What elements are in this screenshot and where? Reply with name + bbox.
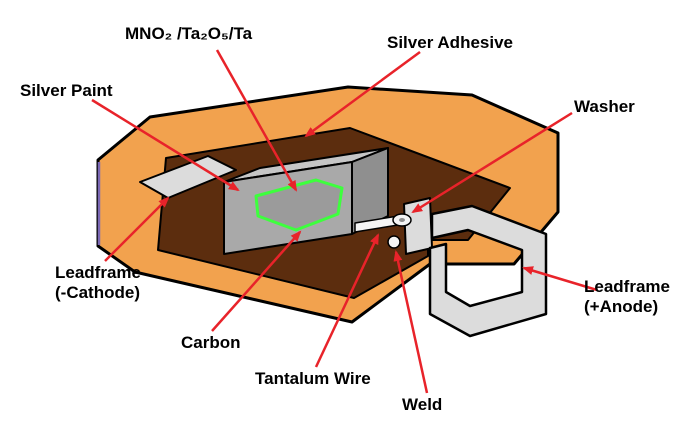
cross-section-region (254, 178, 344, 232)
arrow-carbon (211, 230, 302, 332)
anode-leadframe-tab (403, 197, 433, 255)
label-tantalum-wire: Tantalum Wire (255, 369, 371, 388)
arrow-tantalum-wire (314, 233, 380, 368)
arrow-silver-paint (91, 98, 240, 192)
label-weld: Weld (402, 395, 443, 414)
label-silver-paint: Silver Paint (20, 81, 113, 100)
label-washer: Washer (574, 97, 635, 116)
arrow-leadframe-cathode (104, 196, 170, 262)
cathode-leadframe (139, 155, 237, 199)
label-leadframe-anode: Leadframe (+Anode) (584, 277, 670, 317)
label-carbon: Carbon (181, 333, 241, 352)
arrow-weld (393, 250, 429, 394)
arrow-leadframe-anode (522, 266, 598, 292)
label-mno2: MNO₂ /Ta₂O₅/Ta (125, 24, 253, 43)
arrow-silver-adhesive (304, 50, 421, 138)
washer-hole (399, 218, 405, 222)
arrow-mno2 (215, 49, 298, 192)
label-silver-adhesive: Silver Adhesive (387, 33, 513, 52)
anode-leadframe (428, 204, 548, 338)
weld-shape (387, 235, 401, 249)
label-leadframe-cathode: Leadframe (-Cathode) (55, 263, 141, 303)
arrow-washer (411, 111, 573, 214)
